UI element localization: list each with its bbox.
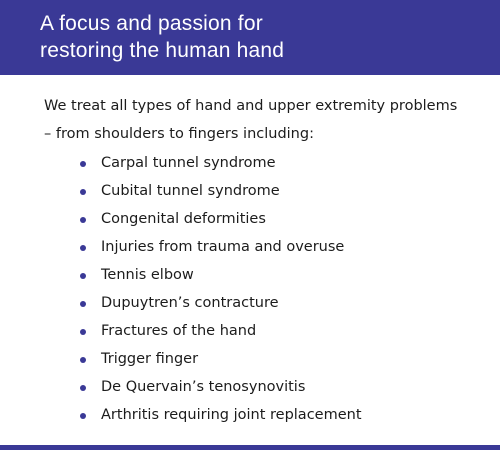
- bullet-dot-icon: [80, 189, 86, 195]
- list-item-label: Dupuytren’s contracture: [101, 295, 279, 311]
- list-item-label: Trigger finger: [101, 351, 199, 367]
- page-title-line-1: A focus and passion for: [40, 12, 263, 35]
- list-item-label: Injuries from trauma and overuse: [101, 239, 345, 255]
- bullet-dot-icon: [80, 413, 86, 419]
- bullet-dot-icon: [80, 273, 86, 279]
- bullet-dot-icon: [80, 329, 86, 335]
- page-title-line-2: restoring the human hand: [40, 39, 285, 62]
- content-panel: We treat all types of hand and upper ext…: [0, 75, 500, 445]
- bullet-dot-icon: [80, 161, 86, 167]
- header-banner: A focus and passion for restoring the hu…: [0, 0, 500, 75]
- bullet-dot-icon: [80, 301, 86, 307]
- intro-paragraph: We treat all types of hand and upper ext…: [44, 92, 464, 148]
- footer-bar: [0, 445, 500, 450]
- list-item-label: Arthritis requiring joint replacement: [101, 407, 362, 423]
- bullet-dot-icon: [80, 385, 86, 391]
- bullet-dot-icon: [80, 245, 86, 251]
- list-item-label: Cubital tunnel syndrome: [101, 183, 280, 199]
- page-title: A focus and passion for restoring the hu…: [40, 10, 480, 64]
- list-item-label: Congenital deformities: [101, 211, 266, 227]
- bullet-dot-icon: [80, 217, 86, 223]
- list-item-label: De Quervain’s tenosynovitis: [101, 379, 306, 395]
- list-item-label: Fractures of the hand: [101, 323, 257, 339]
- bullet-dot-icon: [80, 357, 86, 363]
- intro-line-1: We treat all types of hand and upper ext…: [44, 98, 458, 114]
- list-item-label: Tennis elbow: [101, 267, 194, 283]
- intro-line-2: – from shoulders to fingers including:: [44, 126, 314, 142]
- list-item-label: Carpal tunnel syndrome: [101, 155, 276, 171]
